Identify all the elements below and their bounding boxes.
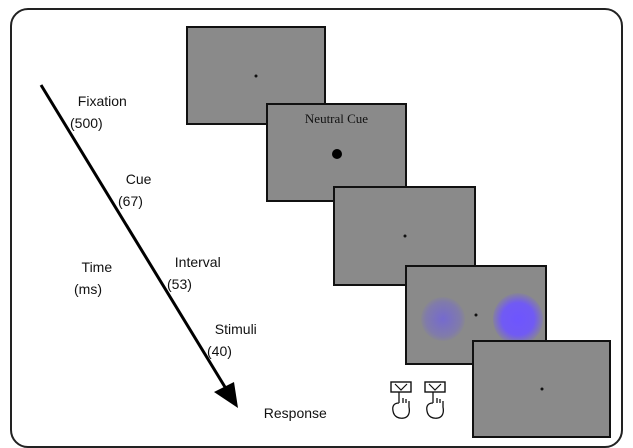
- fixation-dot: [474, 313, 478, 317]
- hand-keypress-icon: [390, 381, 412, 419]
- stage-label-response: Response: [263, 405, 327, 421]
- cue-screen-text: Neutral Cue: [304, 111, 369, 126]
- fixation-dot: [254, 74, 258, 77]
- cue-dot: [331, 149, 342, 159]
- stimulus-right-blob: [493, 293, 543, 345]
- fixation-dot: [540, 387, 543, 391]
- stage-label-cue: Cue(67): [118, 171, 152, 209]
- fixation-dot: [403, 234, 406, 238]
- time-axis-label: Time(ms): [74, 259, 113, 297]
- time-arrow-icon: [39, 84, 238, 408]
- stimulus-left-blob: [421, 297, 465, 341]
- hand-keypress-icon: [424, 381, 446, 419]
- stage-label-stimuli: Stimuli(40): [207, 321, 257, 359]
- response-screen: [472, 340, 611, 438]
- stage-label-fixation: Fixation(500): [70, 93, 127, 131]
- stage-label-interval: Interval(53): [167, 254, 221, 292]
